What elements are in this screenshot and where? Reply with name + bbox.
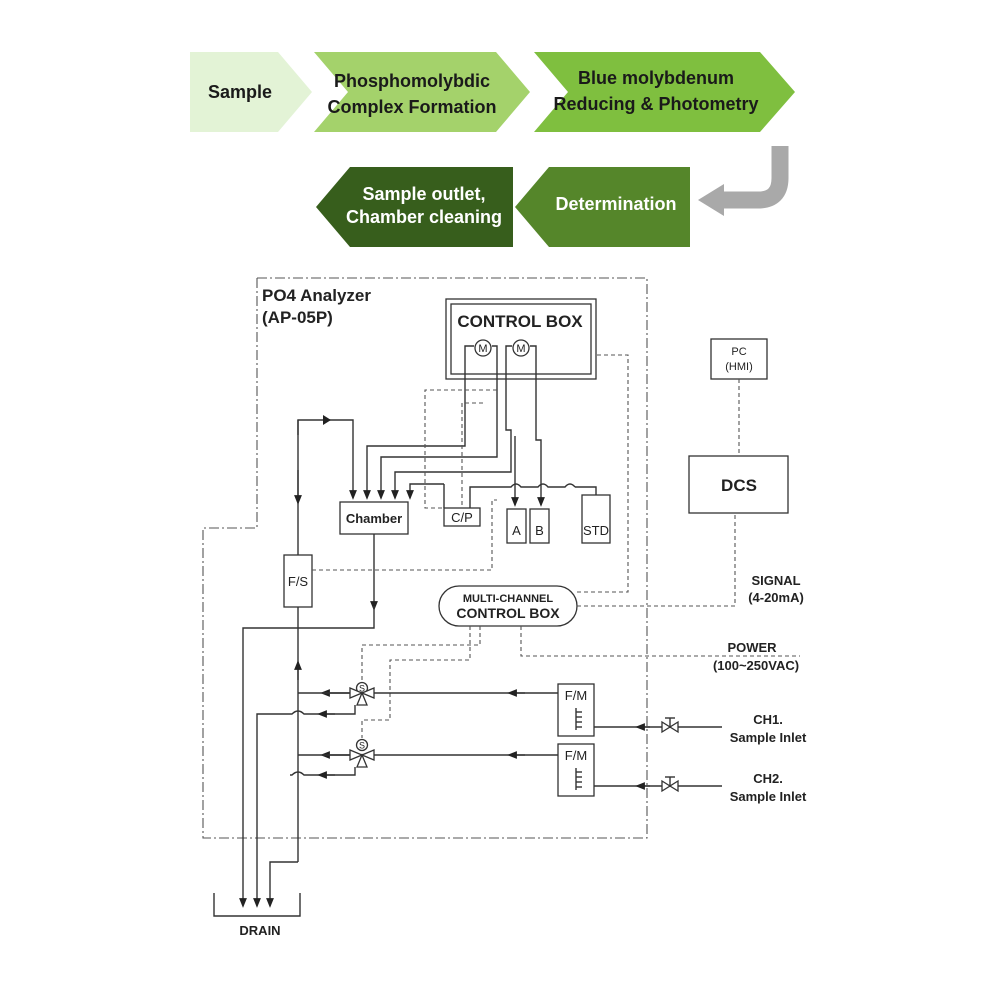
motor-1: M bbox=[474, 339, 492, 357]
solenoid-1-label: S bbox=[359, 684, 365, 694]
flow-meter-1: F/M bbox=[557, 683, 595, 737]
std-label: STD bbox=[583, 523, 609, 538]
ch1-inlet: CH1. Sample Inlet bbox=[594, 712, 807, 745]
step-sample-shape bbox=[190, 52, 312, 132]
analyzer-boundary bbox=[202, 277, 648, 839]
dcs-label: DCS bbox=[721, 476, 757, 495]
fs-label: F/S bbox=[288, 574, 309, 589]
sample-channel-lines bbox=[253, 607, 558, 908]
control-box: CONTROL BOX M M bbox=[445, 298, 597, 380]
step-complex-label-1: Phosphomolybdic bbox=[334, 71, 490, 91]
step-outlet-label-2: Chamber cleaning bbox=[346, 207, 502, 227]
control-box-label: CONTROL BOX bbox=[457, 312, 583, 331]
multi-box-label-2: CONTROL BOX bbox=[456, 605, 560, 621]
drain: DRAIN bbox=[213, 893, 301, 938]
analyzer-title-2: (AP-05P) bbox=[262, 308, 333, 327]
step-sample-label: Sample bbox=[208, 82, 272, 102]
solenoid-valve-2: S bbox=[349, 738, 375, 768]
drain-label: DRAIN bbox=[239, 923, 280, 938]
motor-1-label: M bbox=[478, 343, 487, 355]
solenoid-valve-1: S bbox=[349, 681, 375, 706]
power-label-1: POWER bbox=[727, 640, 777, 655]
ch2-label-2: Sample Inlet bbox=[730, 789, 807, 804]
motor-2: M bbox=[512, 339, 530, 357]
step-outlet-label-1: Sample outlet, bbox=[362, 184, 485, 204]
cp-label: C/P bbox=[451, 510, 473, 525]
step-determination-label: Determination bbox=[555, 194, 676, 214]
step-complex-shape bbox=[314, 52, 530, 132]
signal-label-1: SIGNAL bbox=[751, 573, 800, 588]
analyzer-title-1: PO4 Analyzer bbox=[262, 286, 371, 305]
step-reduce-label-2: Reducing & Photometry bbox=[553, 94, 758, 114]
process-flow: Sample Phosphomolybdic Complex Formation… bbox=[190, 52, 795, 247]
pump-tubing bbox=[363, 345, 545, 510]
chamber: Chamber bbox=[339, 501, 409, 535]
ch1-label-2: Sample Inlet bbox=[730, 730, 807, 745]
cp: C/P bbox=[443, 507, 481, 527]
signal-label-2: (4-20mA) bbox=[748, 590, 804, 605]
reagent-a: A bbox=[506, 508, 527, 544]
step-complex-label-2: Complex Formation bbox=[327, 97, 496, 117]
pc-hmi: PC (HMI) bbox=[710, 338, 768, 380]
fm-2-label: F/M bbox=[565, 748, 587, 763]
step-outlet-shape bbox=[316, 167, 513, 247]
fm-1-label: F/M bbox=[565, 688, 587, 703]
return-arrow bbox=[722, 146, 789, 209]
reagent-b: B bbox=[529, 508, 550, 544]
pc-label-1: PC bbox=[731, 346, 746, 358]
return-arrow-head bbox=[698, 184, 724, 216]
reagent-a-label: A bbox=[512, 523, 521, 538]
flow-meter-2: F/M bbox=[557, 743, 595, 797]
solenoid-2-label: S bbox=[359, 741, 365, 751]
step-reduce-label-1: Blue molybdenum bbox=[578, 68, 734, 88]
reagent-tubing bbox=[406, 483, 597, 510]
reagent-b-label: B bbox=[535, 523, 544, 538]
chamber-drain-line bbox=[239, 534, 378, 908]
multi-box-label-1: MULTI-CHANNEL bbox=[463, 593, 554, 605]
dcs: DCS bbox=[688, 455, 789, 514]
ch1-label-1: CH1. bbox=[753, 712, 783, 727]
analyzer-enclosure: PO4 Analyzer (AP-05P) bbox=[202, 277, 648, 839]
step-reduce-shape bbox=[534, 52, 795, 132]
flow-switch: F/S bbox=[283, 415, 497, 608]
power-label-2: (100~250VAC) bbox=[713, 658, 799, 673]
chamber-label: Chamber bbox=[346, 511, 402, 526]
multi-channel-control-box: MULTI-CHANNEL CONTROL BOX bbox=[361, 354, 800, 738]
ch2-label-1: CH2. bbox=[753, 771, 783, 786]
std: STD bbox=[581, 494, 611, 544]
ch2-inlet: CH2. Sample Inlet bbox=[594, 771, 807, 804]
step-determination-shape bbox=[515, 167, 690, 247]
motor-2-label: M bbox=[516, 343, 525, 355]
pc-label-2: (HMI) bbox=[725, 361, 753, 373]
